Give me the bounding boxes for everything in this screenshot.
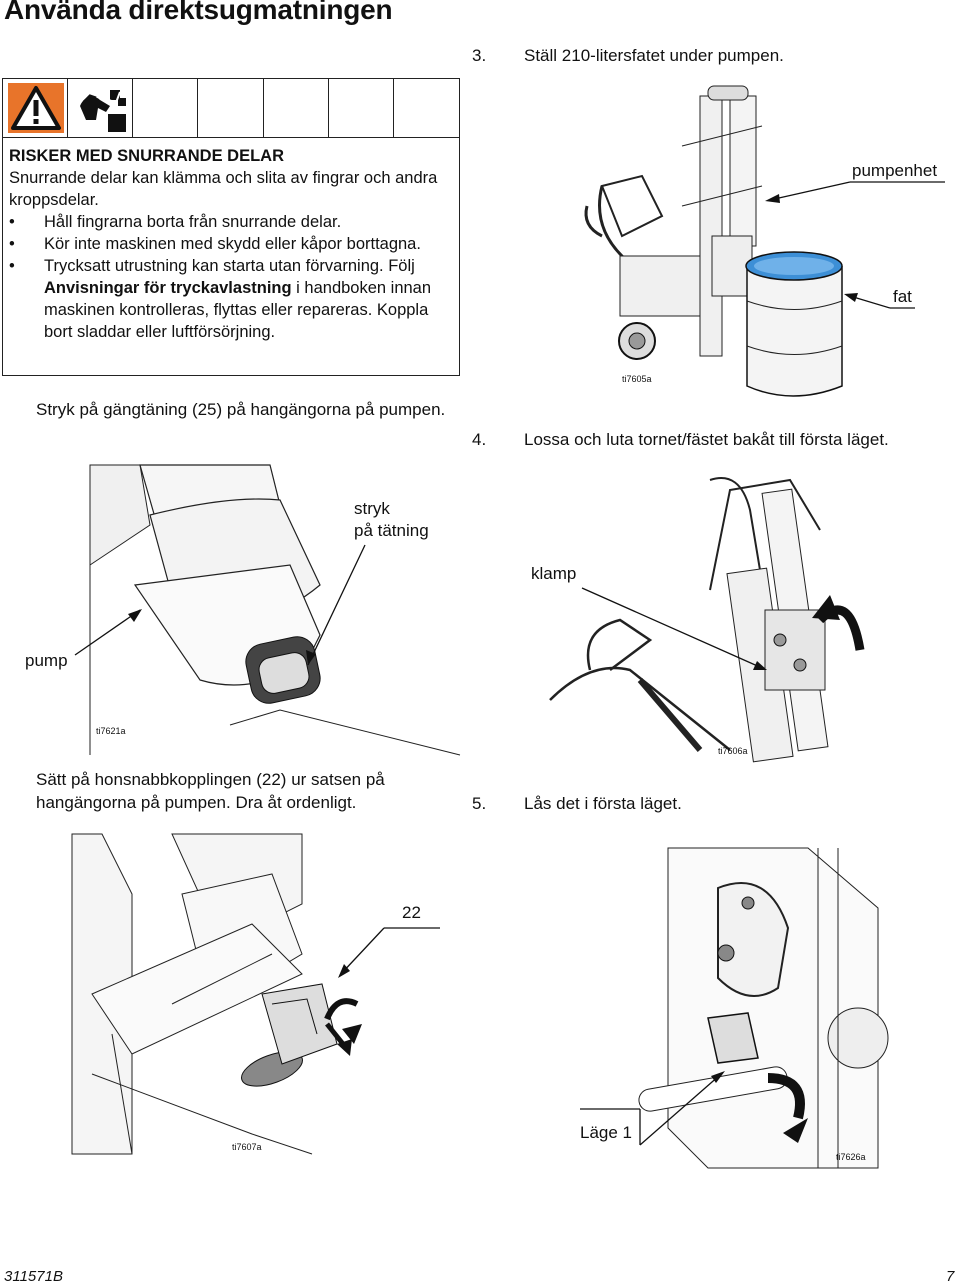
warning-link-text: Anvisningar för tryckavlastning <box>44 279 292 297</box>
warning-icon-slot <box>264 79 329 137</box>
figure-lock-position <box>638 847 889 1169</box>
label-fat: fat <box>893 287 912 306</box>
warning-icon-slot <box>329 79 394 137</box>
figure-ref: ti7605a <box>622 374 652 384</box>
step-1: 1.Stryk på gängtäning (25) på hangängorn… <box>36 400 446 419</box>
step-4: 4.Lossa och luta tornet/fästet bakåt til… <box>472 430 889 449</box>
document-number: 311571B <box>4 1268 63 1285</box>
label-pa-tatning: på tätning <box>354 521 429 540</box>
warning-icon-slot <box>198 79 264 137</box>
figure-ref: ti7626a <box>836 1152 866 1162</box>
figure-ref: ti7607a <box>232 1142 262 1152</box>
label-klamp: klamp <box>531 564 577 583</box>
label-stryk: stryk <box>354 499 390 518</box>
warning-text: RISKER MED SNURRANDE DELAR Snurrande del… <box>9 145 453 343</box>
warning-icon-slot <box>133 79 199 137</box>
label-pumpenhet: pumpenhet <box>852 161 938 180</box>
warning-bullet: •Kör inte maskinen med skydd eller kåpor… <box>9 235 421 253</box>
hand-crush-icon <box>68 79 134 137</box>
warning-bullet: •Trycksatt utrustning kan starta utan fö… <box>9 257 432 341</box>
warning-intro: Snurrande delar kan klämma och slita av … <box>9 169 438 209</box>
page-title: Använda direktsugmatningen <box>4 0 393 25</box>
label-pump: pump <box>25 651 68 670</box>
warning-icon-row <box>3 79 459 138</box>
figure-ref: ti7606a <box>718 746 748 756</box>
warning-icon-slot <box>394 79 459 137</box>
warning-triangle-icon <box>3 79 69 137</box>
step-2: 2.Sätt på honsnabbkopplingen (22) ur sat… <box>36 770 385 812</box>
warning-bullet: •Håll fingrarna borta från snurrande del… <box>9 213 342 231</box>
label-lage-1: Läge 1 <box>580 1123 632 1142</box>
label-22: 22 <box>402 903 421 922</box>
figure-quick-coupling <box>71 833 382 1155</box>
page-number: 7 <box>946 1268 955 1285</box>
warning-heading: RISKER MED SNURRANDE DELAR <box>9 147 285 165</box>
figure-ref: ti7621a <box>96 726 126 736</box>
step-5: 5.Lås det i första läget. <box>472 794 682 813</box>
warning-box: RISKER MED SNURRANDE DELAR Snurrande del… <box>2 78 460 376</box>
figure-tilt-tower <box>549 477 865 763</box>
figure-pump-drum <box>584 85 843 397</box>
step-3: 3.Ställ 210-litersfatet under pumpen. <box>472 46 784 65</box>
figure-thread-sealant <box>89 464 461 756</box>
